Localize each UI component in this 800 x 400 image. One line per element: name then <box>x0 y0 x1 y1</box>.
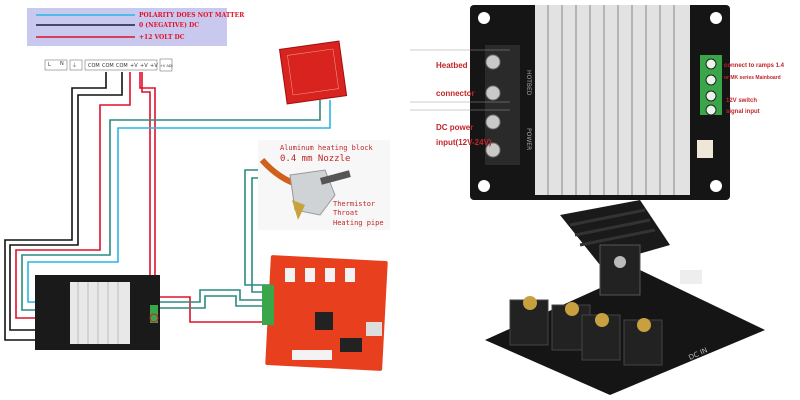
legend-label: 0 (NEGATIVE) DC <box>139 22 199 29</box>
controller-board <box>262 255 388 371</box>
hotend-subtitle: 0.4 mm Nozzle <box>280 154 350 164</box>
svg-text:+V: +V <box>130 63 138 69</box>
legend: POLARITY DOES NOT MATTER 0 (NEGATIVE) DC… <box>27 8 245 46</box>
svg-text:POWER: POWER <box>525 128 532 150</box>
hotend-title: Aluminum heating block <box>280 144 374 152</box>
svg-text:Heating pipe: Heating pipe <box>333 219 384 227</box>
mosfet-module-photo: HOTBED POWER Heatbed connector DC power … <box>410 5 785 200</box>
power-supply-terminals: L N ⏚ COM COM COM +V +V +V +V ADJ <box>44 58 173 72</box>
heatbed <box>278 40 348 105</box>
label-dc-input: input(12V-24V) <box>436 138 492 147</box>
svg-text:+V ADJ: +V ADJ <box>160 64 173 68</box>
mosfet-module-3d-photo: DC IN <box>485 200 765 395</box>
legend-label: +12 VOLT DC <box>139 34 185 41</box>
svg-text:signal input: signal input <box>726 109 760 115</box>
svg-text:COM: COM <box>116 63 128 69</box>
svg-text:+V: +V <box>150 63 158 69</box>
svg-text:HOTBED: HOTBED <box>525 70 532 96</box>
mosfet-board-diagram <box>35 275 160 350</box>
label-dc-power: DC power <box>436 123 473 132</box>
svg-text:Thermistor: Thermistor <box>333 200 375 208</box>
svg-text:or MK series Mainboard: or MK series Mainboard <box>724 75 781 81</box>
svg-text:⏚: ⏚ <box>72 62 77 69</box>
label-heatbed: Heatbed <box>436 61 468 70</box>
label-connector: connector <box>436 89 475 98</box>
svg-text:N: N <box>60 61 64 67</box>
hotend-image: Aluminum heating block 0.4 mm Nozzle The… <box>258 140 390 230</box>
legend-label: POLARITY DOES NOT MATTER <box>139 12 245 19</box>
svg-text:12V switch: 12V switch <box>726 98 757 104</box>
svg-text:Throat: Throat <box>333 209 358 217</box>
svg-text:COM: COM <box>102 63 114 69</box>
svg-text:connect to ramps 1.4: connect to ramps 1.4 <box>724 63 785 69</box>
svg-text:+V: +V <box>140 63 148 69</box>
svg-text:L: L <box>48 62 51 68</box>
svg-text:COM: COM <box>88 63 100 69</box>
